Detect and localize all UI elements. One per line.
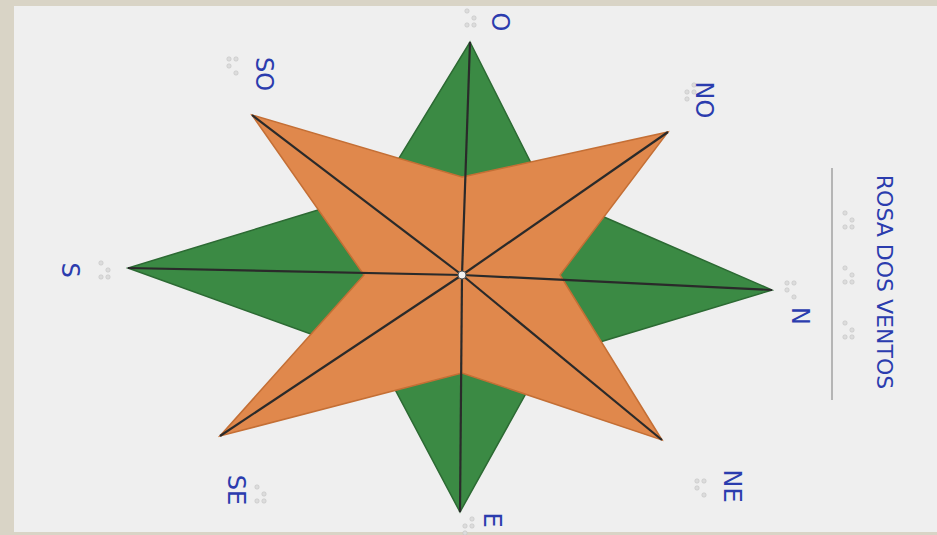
compass-star [128,42,772,512]
fold-line [252,115,462,275]
fold-line [220,275,462,436]
fold-line [462,42,470,275]
direction-label: N [788,307,812,325]
center-pin [458,271,466,279]
direction-label: O [488,13,512,32]
direction-label: NE [720,469,744,502]
direction-label: E [480,512,504,527]
fold-line [462,132,668,275]
title-rule [831,168,833,400]
fold-line [462,275,662,440]
diagram-title: ROSA DOS VENTOS [873,175,895,389]
fold-line [462,275,772,290]
direction-label: SE [224,475,248,505]
direction-label: SO [252,57,276,91]
orange-intercardinal-points [220,115,668,440]
direction-label: S [58,262,82,277]
braille-dots [99,9,854,535]
direction-label: NO [692,82,716,119]
fold-line [128,268,462,275]
paper-sheet [14,6,937,532]
fold-line [460,275,462,512]
green-cardinal-points [128,42,772,512]
